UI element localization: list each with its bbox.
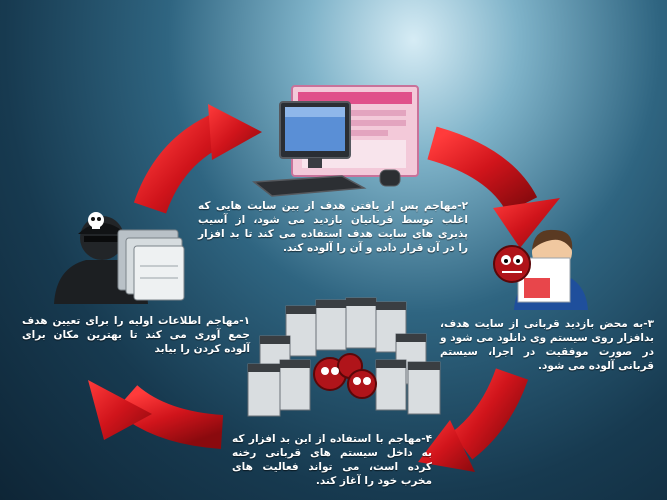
folders-icon: [117, 229, 185, 301]
infected-servers-icon: [247, 297, 441, 417]
arrow-top-right: [427, 126, 560, 248]
step-4-text: ۴-مهاجم با استفاده از این بد افزار که به…: [232, 433, 432, 487]
arrow-top-left: [133, 104, 262, 214]
hacker-icon: [54, 212, 185, 304]
malware-bug-icon: [313, 353, 377, 399]
skull-icon: [88, 212, 104, 229]
step-1-text: ۱-مهاجم اطلاعات اولیه را برای تعیین هدف …: [22, 315, 250, 355]
step-3-text: ۳-به محض بازدید قربانی از سایت هدف، بداف…: [440, 318, 654, 372]
arrow-bottom-left: [88, 380, 224, 449]
arrow-bottom-right: [418, 368, 529, 472]
website-computer-icon: [252, 85, 419, 197]
victim-user-icon: [493, 229, 588, 310]
malware-bug-icon: [493, 245, 531, 283]
step-2-text: ۲-مهاجم پس از یافتن هدف از بین سایت هایی…: [198, 200, 468, 254]
